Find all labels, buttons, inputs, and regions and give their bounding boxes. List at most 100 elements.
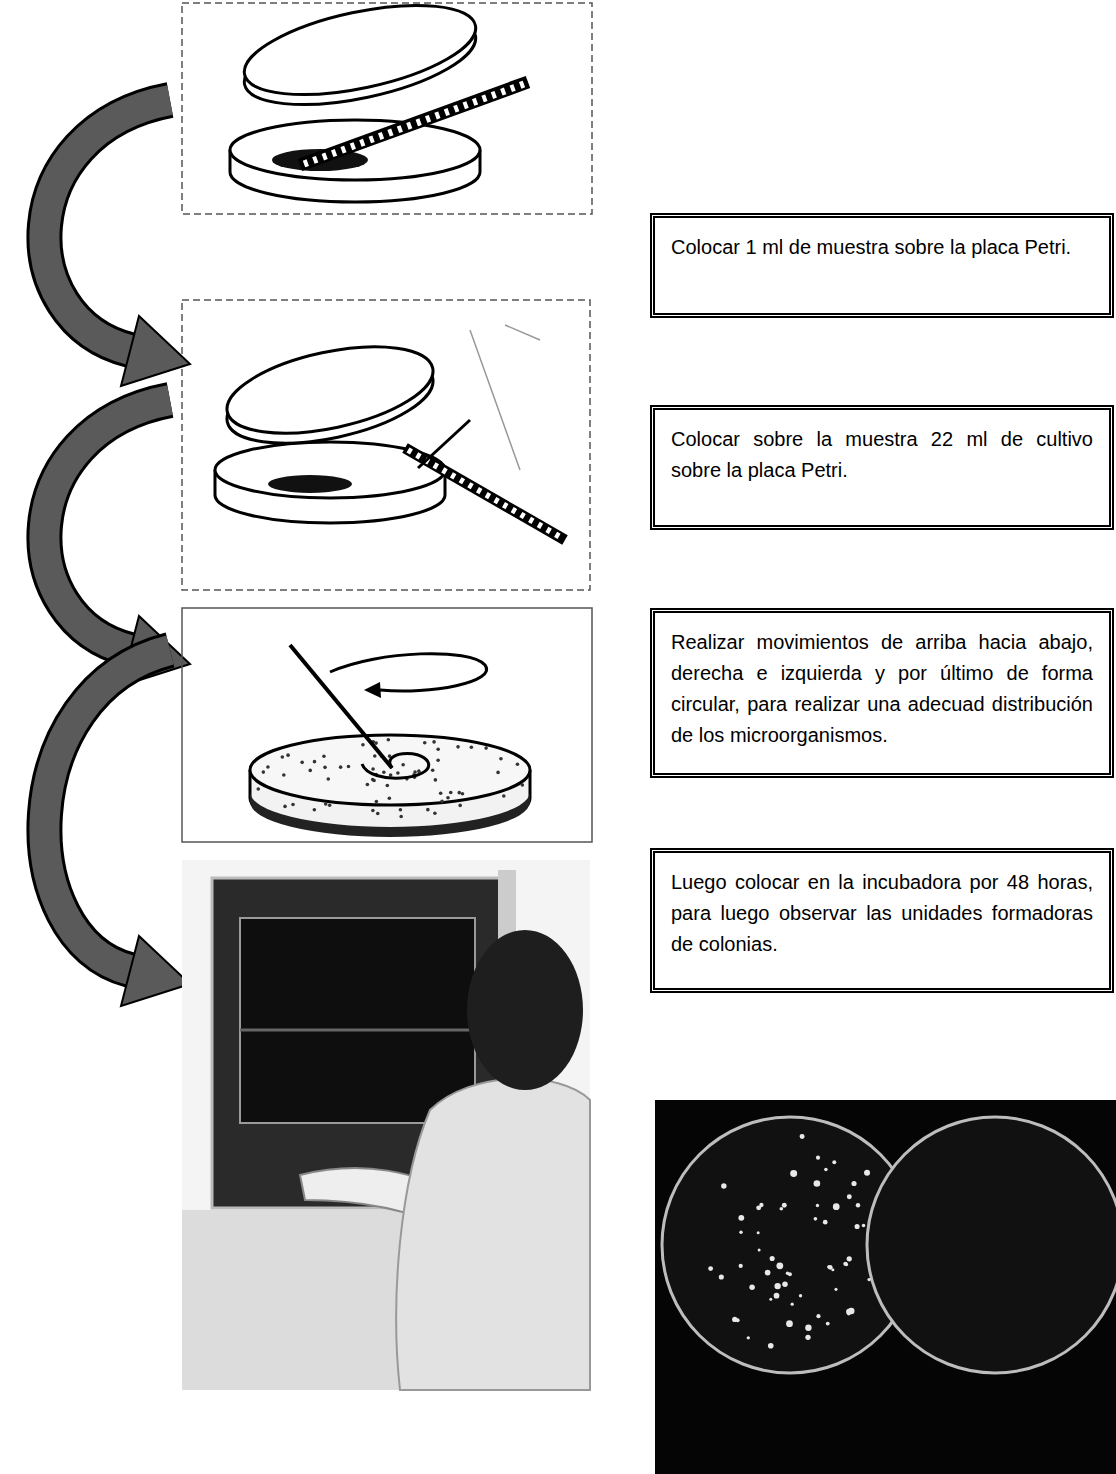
step-box: Realizar movimientos de arriba hacia aba… [650,608,1114,778]
arrow-body [44,400,170,650]
colony-dot [431,768,435,772]
colony-dot [816,1314,820,1318]
flask-outline [470,325,540,470]
colony-dot [266,765,270,769]
petri-photo [655,1100,1116,1474]
colony-dot [769,1298,772,1301]
colony-dot [328,804,332,808]
person-body [396,1079,590,1390]
colony-dot [339,765,343,769]
panel-mix [182,608,592,842]
colony-dot [366,783,370,787]
colony-dot [738,1215,744,1221]
colony-dot [256,787,260,791]
colony-dot [436,758,440,762]
colony-dot [816,1204,819,1207]
colony-dot [782,1203,787,1208]
colony-dot [823,1220,828,1225]
colony-dot [389,773,393,777]
colony-dot [786,1272,789,1275]
colony-dot [805,1335,810,1340]
colony-dot [322,755,326,759]
colony-dot [432,740,436,744]
panel-frame [182,608,592,842]
panel-pour [182,300,590,590]
colony-dot [434,778,438,782]
colony-dot [790,1170,797,1177]
colony-dot [386,784,390,788]
dish-lid [219,331,440,449]
colony-dot [843,1262,847,1266]
colony-dot [847,1194,852,1199]
incubator-shelf [240,1029,475,1032]
panel-frame [182,300,590,590]
step-box: Colocar sobre la muestra 22 ml de cultiv… [650,405,1114,530]
colony-dot [433,811,437,815]
panel-sample [182,0,592,214]
person-head [467,930,583,1090]
colony-dot [791,1303,794,1306]
colony-dot [864,1170,870,1176]
colony-dot [376,812,380,816]
colony-dot [308,769,312,773]
petri-dish [867,1117,1116,1373]
colony-dot [423,741,427,745]
colony-dot [862,1224,866,1228]
colony-dot [439,791,443,795]
arrow-body [44,650,170,970]
colony-dot [388,796,392,800]
colony-dot [749,1285,754,1290]
colony-dot [387,738,391,742]
colony-dot [816,1156,820,1160]
colony-dot [831,1268,834,1271]
colony-dot [262,770,266,774]
incubator-photo [182,860,590,1390]
stirring-rod [290,645,392,768]
colony-dot [323,766,327,770]
colony-dot [361,743,365,747]
colony-dot [846,1309,851,1314]
colony-dot [851,1181,856,1186]
colony-dot [291,803,295,807]
arrow-outline [44,400,170,650]
colony-dot [739,1230,742,1233]
flow-arrows [44,100,190,1006]
colony-dot [855,1224,860,1229]
pour-tube [405,448,565,540]
colony-dot [786,1320,793,1327]
colony-dot [739,1264,743,1268]
pour-tube-marks [408,450,562,538]
colony-dot [286,753,290,757]
colony-dots [256,738,524,818]
colony-dot [708,1266,713,1271]
dish-rim [250,735,530,805]
colony-dot [832,1160,836,1164]
colony-dot [759,1203,763,1207]
colony-dot [396,771,400,775]
colony-dot [758,1248,761,1251]
colony-dot [461,792,465,796]
colony-dot [805,1325,811,1331]
colony-dot [827,1265,830,1268]
colony-dot [719,1274,724,1279]
colony-dot [458,804,462,808]
colony-dot [373,754,377,758]
colony-dot [436,747,440,751]
colony-dot [774,1293,780,1299]
colony-dot [800,1134,805,1139]
colony-dot [499,757,503,761]
colony-dot [774,1283,780,1289]
colony-dot [300,761,304,765]
colony-dot [814,1180,821,1187]
step-text: Luego colocar en la incubadora por 48 ho… [671,867,1093,960]
colony-dot [502,794,506,798]
colony-dot [371,809,375,813]
colony-dot [856,1203,860,1207]
step-text: Colocar 1 ml de muestra sobre la placa P… [671,232,1093,263]
dish-base [250,792,530,837]
colony-dot [776,1262,783,1269]
colony-dot [780,1207,784,1211]
colony-dot [326,777,330,781]
colony-dot [382,771,386,775]
arrow-outline [44,100,170,350]
